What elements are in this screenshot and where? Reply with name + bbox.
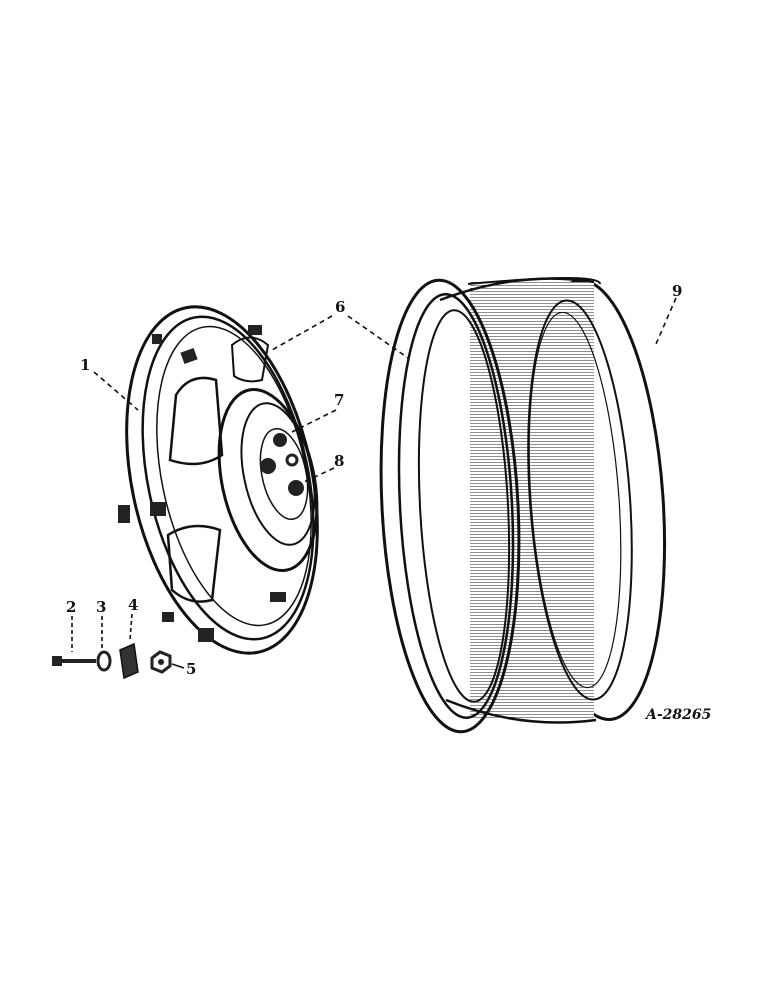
- bolt: [52, 656, 96, 666]
- clamp: [119, 642, 139, 680]
- callout-9: 9: [672, 282, 682, 300]
- leader-lines: [71, 297, 677, 669]
- hardware: [52, 642, 172, 680]
- callouts: 1 2 3 4 5 6 7 8 9: [66, 282, 682, 678]
- callout-8: 8: [334, 452, 344, 470]
- rim: [379, 277, 667, 734]
- callout-6: 6: [335, 298, 345, 316]
- washer: [96, 650, 112, 672]
- drawing-number: A-28265: [644, 707, 711, 723]
- callout-1: 1: [80, 356, 90, 374]
- callout-3: 3: [96, 598, 106, 616]
- callout-7: 7: [334, 391, 344, 409]
- callout-2: 2: [66, 598, 76, 616]
- callout-5: 5: [186, 660, 196, 678]
- callout-4: 4: [128, 596, 138, 614]
- wheel-disc: [118, 305, 319, 655]
